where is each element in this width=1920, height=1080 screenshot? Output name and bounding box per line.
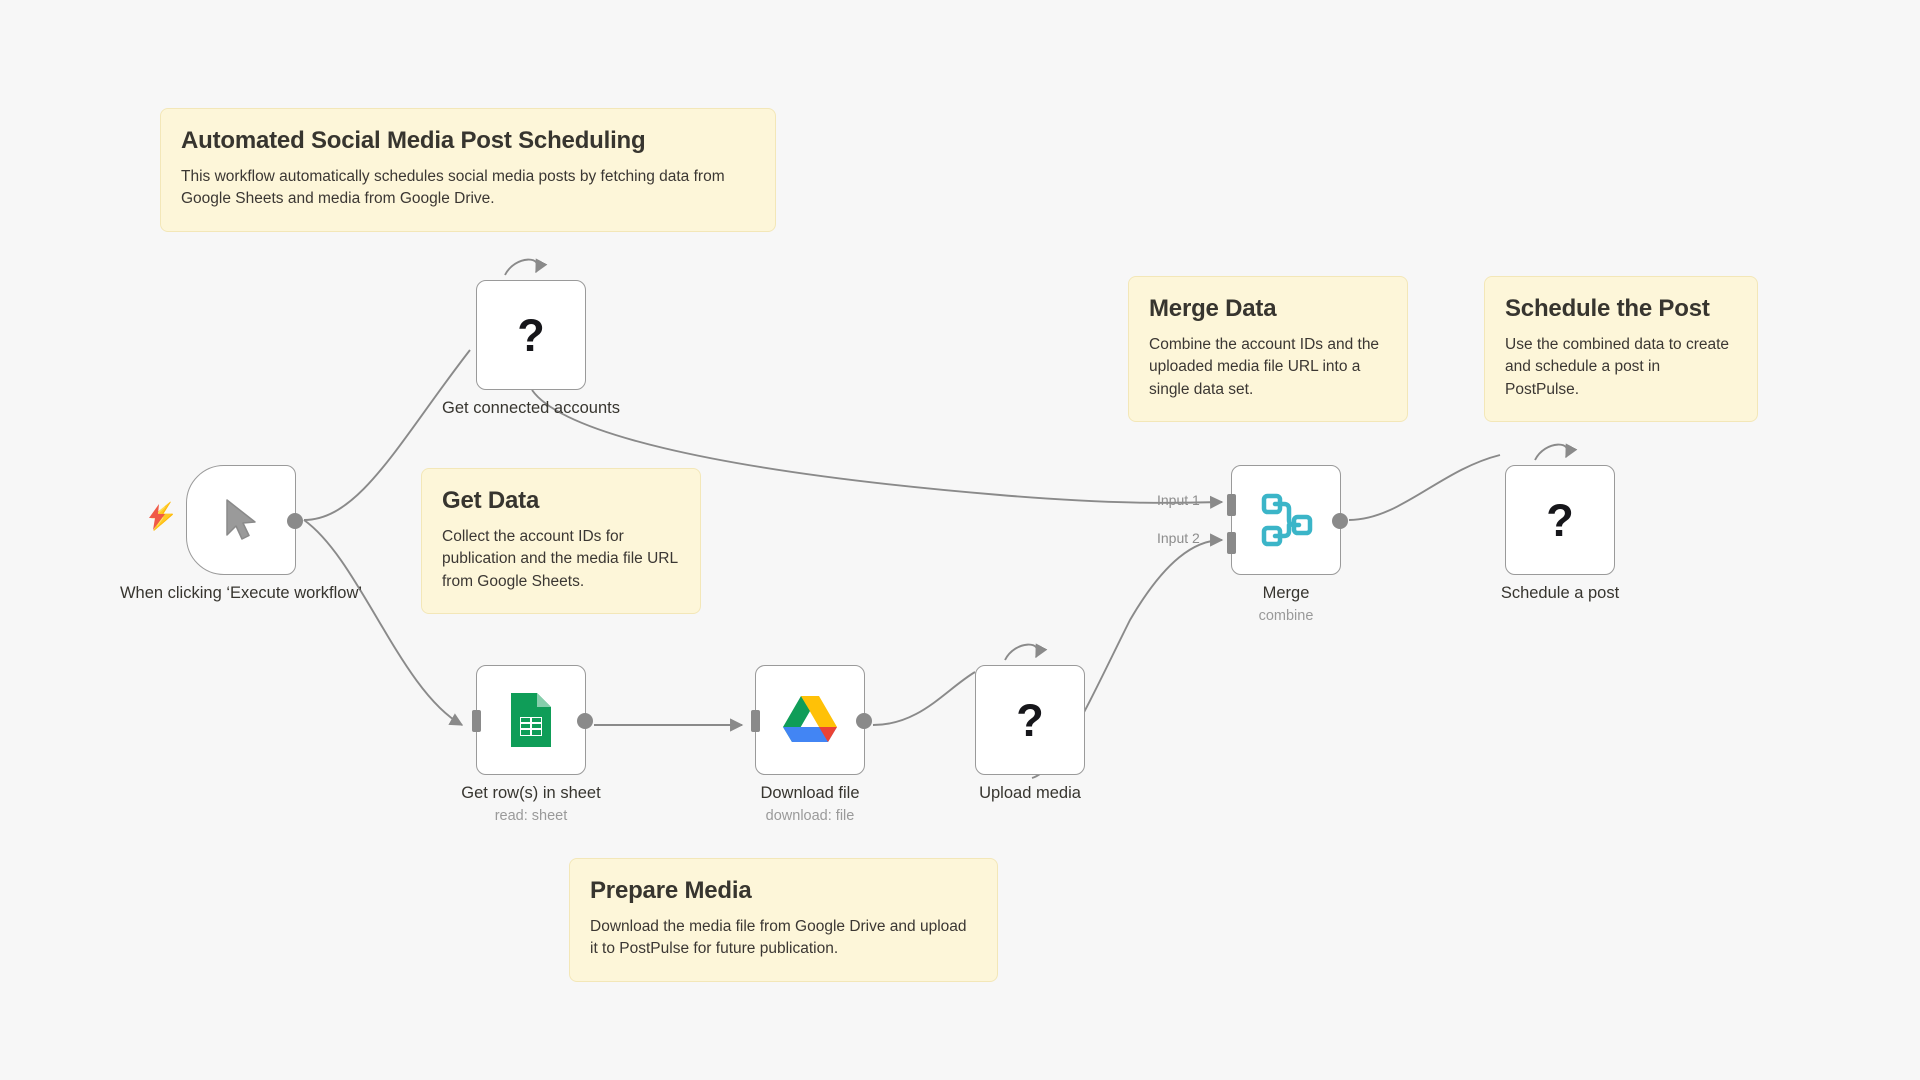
output-port[interactable] — [287, 513, 303, 529]
edge-upload-top-loop — [1004, 643, 1048, 661]
node-body[interactable] — [751, 665, 872, 775]
node-download-file[interactable]: Download file download: file — [751, 665, 872, 824]
sticky-note-get-data[interactable]: Get Data Collect the account IDs for pub… — [421, 468, 701, 614]
node-body[interactable] — [1227, 465, 1348, 575]
google-sheets-icon — [508, 691, 554, 749]
question-mark-icon: ? — [1016, 694, 1044, 746]
node-sublabel: read: sheet — [494, 808, 568, 824]
output-port[interactable] — [1332, 513, 1348, 529]
node-label: Get connected accounts — [442, 399, 620, 417]
cursor-pointer-icon — [221, 497, 261, 543]
output-port[interactable] — [577, 713, 593, 729]
input-port[interactable] — [751, 710, 760, 732]
sticky-note-prepare-media[interactable]: Prepare Media Download the media file fr… — [569, 858, 998, 982]
edge-post-top-loop — [1534, 443, 1578, 461]
node-label: Get row(s) in sheet — [461, 784, 601, 802]
node-body[interactable]: ? — [476, 280, 586, 390]
node-body[interactable]: ? — [975, 665, 1085, 775]
question-mark-icon: ? — [517, 309, 545, 361]
node-sublabel: combine — [1258, 608, 1314, 624]
question-mark-icon: ? — [1546, 494, 1574, 546]
sticky-note-merge-data-title: Merge Data — [1149, 295, 1277, 322]
node-merge[interactable]: Input 1 Input 2 Merge combine — [1157, 465, 1348, 624]
sticky-note-schedule-post[interactable]: Schedule the Post Use the combined data … — [1484, 276, 1758, 422]
node-label: Upload media — [979, 784, 1081, 802]
edge-drive-to-upload — [872, 671, 976, 726]
node-body[interactable] — [472, 665, 593, 775]
merge-nodes-icon — [1258, 492, 1314, 548]
lightning-bolt-icon: ⚡ — [146, 503, 178, 530]
node-upload-media[interactable]: ? Upload media — [975, 665, 1085, 802]
sticky-note-schedule-post-title: Schedule the Post — [1505, 295, 1710, 322]
node-get-rows-in-sheet[interactable]: Get row(s) in sheet read: sheet — [461, 665, 601, 824]
sticky-note-main-title: Automated Social Media Post Scheduling — [181, 127, 646, 154]
output-port[interactable] — [856, 713, 872, 729]
input-port-1[interactable] — [1227, 494, 1236, 516]
node-when-clicking-execute-workflow[interactable]: ⚡ When clicking ‘Execute workflow’ — [120, 465, 362, 602]
edge-accounts-top-loop — [504, 258, 548, 276]
sticky-note-merge-data[interactable]: Merge Data Combine the account IDs and t… — [1128, 276, 1408, 422]
node-label: Schedule a post — [1500, 584, 1620, 602]
sticky-note-get-data-body: Collect the account IDs for publication … — [442, 527, 678, 590]
sticky-note-prepare-media-body: Download the media file from Google Driv… — [590, 917, 967, 958]
sticky-note-schedule-post-body: Use the combined data to create and sche… — [1505, 335, 1730, 398]
edge-merge-to-post — [1348, 454, 1501, 521]
node-body[interactable]: ? — [1505, 465, 1615, 575]
node-schedule-a-post[interactable]: ? Schedule a post — [1501, 465, 1619, 602]
google-drive-icon — [781, 694, 839, 746]
merge-input-2-label: Input 2 — [1157, 530, 1200, 546]
sticky-note-prepare-media-title: Prepare Media — [590, 877, 752, 904]
input-port[interactable] — [472, 710, 481, 732]
node-label: Download file — [760, 784, 860, 802]
merge-input-1-label: Input 1 — [1157, 492, 1200, 508]
node-label: When clicking ‘Execute workflow’ — [119, 584, 363, 602]
sticky-note-get-data-title: Get Data — [442, 487, 540, 514]
sticky-note-main[interactable]: Automated Social Media Post Scheduling T… — [160, 108, 776, 232]
input-port-2[interactable] — [1227, 532, 1236, 554]
node-label: Merge — [1262, 584, 1310, 602]
node-body[interactable] — [186, 465, 303, 575]
node-get-connected-accounts[interactable]: ? Get connected accounts — [442, 280, 620, 417]
sticky-note-merge-data-body: Combine the account IDs and the uploaded… — [1149, 335, 1380, 398]
node-sublabel: download: file — [765, 808, 855, 824]
sticky-note-main-body: This workflow automatically schedules so… — [181, 167, 725, 208]
